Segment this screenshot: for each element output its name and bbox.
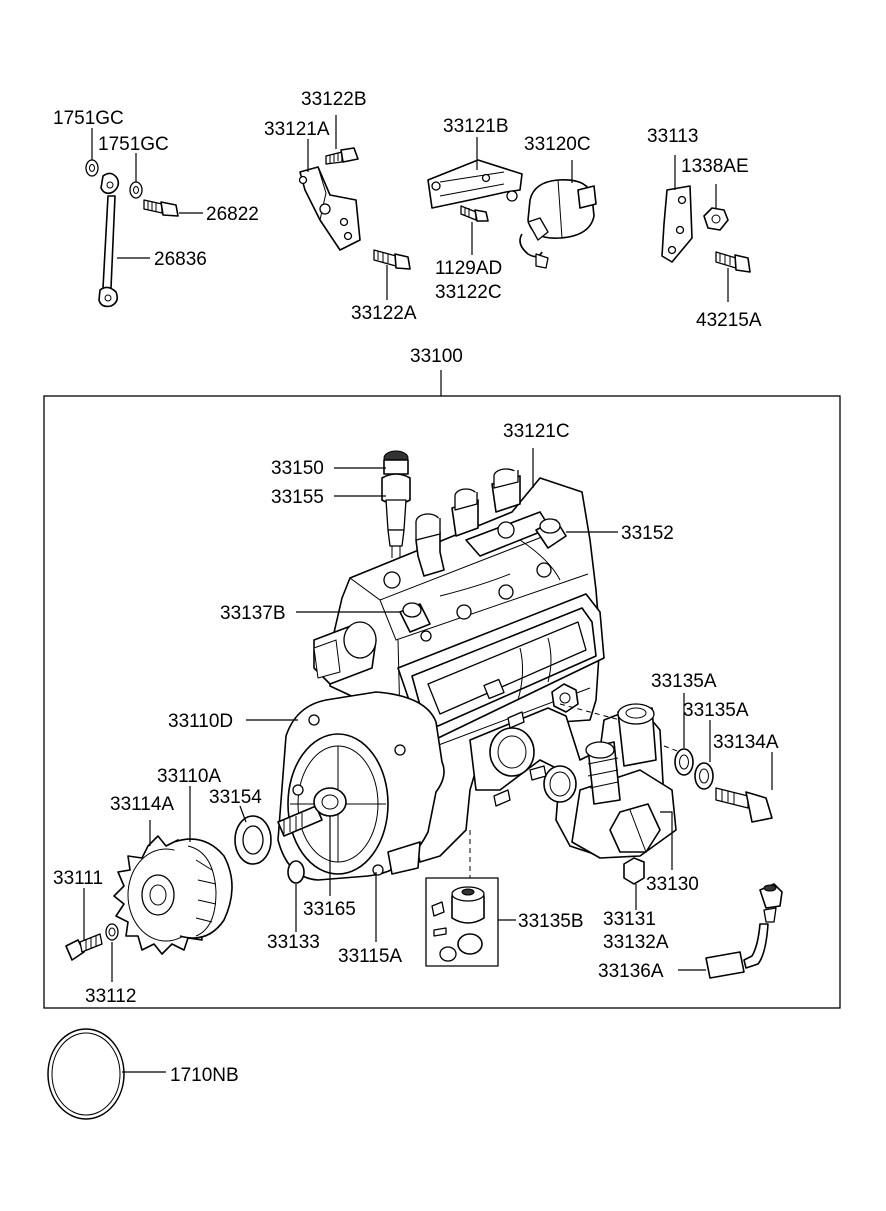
label-33165: 33165 (303, 899, 356, 920)
label-33110d: 33110D (168, 711, 233, 732)
gear-bolt (65, 923, 119, 961)
label-33112: 33112 (85, 986, 136, 1007)
label-33133: 33133 (267, 932, 320, 953)
stop-solenoid-33120c (519, 160, 597, 269)
label-33121a: 33121A (264, 119, 330, 140)
label-1710nb: 1710NB (170, 1065, 239, 1086)
delivery-valve (381, 450, 411, 558)
banjo-bolt-set (663, 745, 773, 823)
label-1338ae: 1338AE (681, 156, 749, 177)
label-1129ad: 1129AD (435, 258, 502, 279)
label-33134a: 33134A (713, 732, 779, 753)
label-1751gc: 1751GC (98, 134, 169, 155)
assembly-frame (43, 395, 841, 1009)
bracket-33121b (427, 137, 523, 255)
label-33121c: 33121C (503, 421, 570, 442)
bracket-33121a (298, 115, 411, 300)
drive-gear (113, 835, 233, 955)
label-33130: 33130 (646, 874, 699, 895)
label-33115a: 33115A (338, 946, 402, 967)
label-33132a: 33132A (603, 932, 669, 953)
label-33136a: 33136A (598, 961, 664, 982)
oil-seal (234, 815, 272, 865)
label-33113: 33113 (647, 126, 698, 147)
bracket-33113 (661, 155, 751, 302)
o-ring-1710nb (47, 1028, 125, 1120)
label-43215a: 43215A (696, 310, 762, 331)
label-33120c: 33120C (524, 134, 591, 155)
label-33114a: 33114A (110, 794, 174, 815)
label-33121b: 33121B (443, 116, 509, 137)
o-ring-1710nb-inner (51, 1032, 121, 1116)
fuel-pipe-assembly (85, 128, 203, 308)
label-33111: 33111 (53, 868, 103, 889)
label-33135a: 33135A (651, 671, 717, 692)
label-33154: 33154 (209, 787, 262, 808)
label-33137b: 33137B (220, 603, 286, 624)
part-labels: 1751GC 1751GC 26822 26836 33122B 33121A … (53, 89, 779, 1086)
label-26836: 26836 (154, 249, 207, 270)
label-33110a: 33110A (157, 766, 221, 787)
label-33135a: 33135A (683, 700, 749, 721)
label-33150: 33150 (271, 458, 324, 479)
front-flange (277, 691, 445, 881)
label-33122c: 33122C (435, 282, 502, 303)
label-33131: 33131 (603, 909, 656, 930)
nut-33131 (623, 857, 645, 885)
o-ring-33133 (287, 860, 305, 884)
label-33122a: 33122A (351, 303, 417, 324)
label-1751gc: 1751GC (53, 108, 124, 129)
valve-kit-box (425, 877, 499, 967)
label-33152: 33152 (621, 523, 674, 544)
wire-harness (678, 883, 783, 979)
label-26822: 26822 (206, 204, 259, 225)
label-33122b: 33122B (301, 89, 367, 110)
label-33100: 33100 (410, 346, 463, 367)
label-33135b: 33135B (518, 911, 584, 932)
leader-lines (83, 448, 773, 1073)
injection-pump-body (313, 468, 677, 880)
label-33155: 33155 (271, 487, 324, 508)
